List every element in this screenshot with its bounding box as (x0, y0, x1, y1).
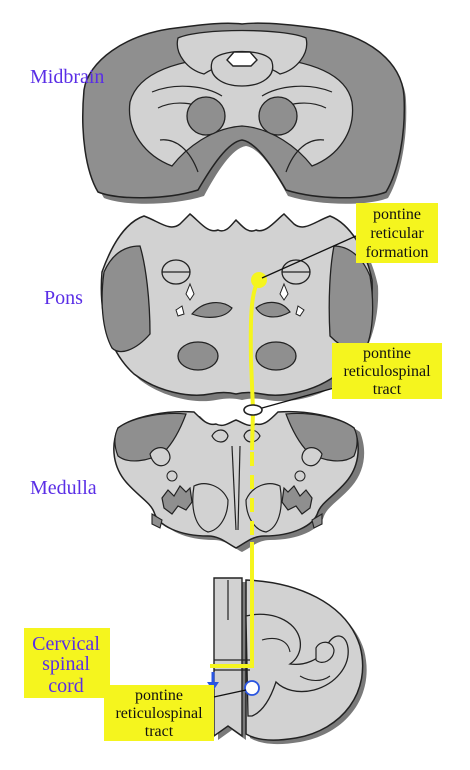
callout-reticular-formation-line3: formation (365, 244, 428, 261)
reticulospinal-pathway (207, 272, 267, 696)
label-spinal-line2: spinal (42, 653, 90, 675)
medulla-section (113, 410, 365, 552)
label-spinal-line3: cord (48, 675, 84, 697)
callout-box-reticular-formation (356, 203, 438, 263)
label-pons: Pons (44, 287, 83, 309)
leader-tract-upper (261, 387, 335, 409)
label-medulla: Medulla (30, 477, 97, 499)
label-midbrain: Midbrain (30, 66, 104, 88)
tract-marker-spinal (244, 680, 260, 696)
callout-tract-lower-line2: reticulospinal (115, 705, 203, 722)
spinal-label-box (24, 628, 110, 698)
callout-tract-upper-line1: pontine (363, 345, 411, 362)
spinal-cord-section (213, 577, 367, 745)
callout-reticular-formation-line1: pontine (373, 206, 421, 223)
callout-box-tract-lower (104, 685, 214, 741)
callout-tract-upper-line3: tract (373, 381, 402, 398)
callout-tract-lower-line3: tract (145, 723, 174, 740)
callout-reticular-formation-line2: reticular (370, 225, 424, 242)
leader-reticular-formation (261, 235, 357, 279)
midbrain-section (82, 22, 407, 204)
callout-tract-upper-line2: reticulospinal (343, 363, 431, 380)
label-spinal-line1: Cervical (32, 633, 100, 655)
callout-box-tract-upper (332, 343, 442, 399)
tract-marker-pons (243, 404, 263, 416)
callout-tract-lower-line1: pontine (135, 687, 183, 704)
